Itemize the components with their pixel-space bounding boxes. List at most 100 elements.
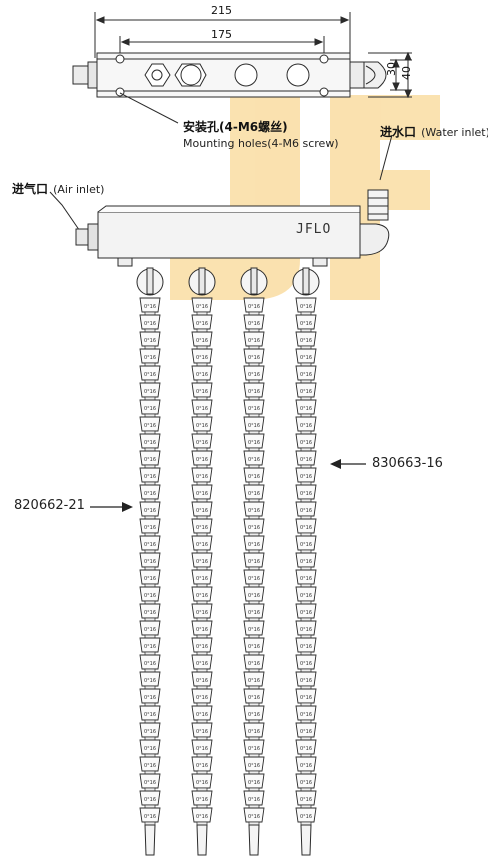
hose-segment [243,535,265,551]
hose-segment [191,535,213,551]
segment-label: 0°16 [248,474,260,480]
hose-segment [191,620,213,636]
segment-label: 0°16 [300,814,312,820]
segment-label: 0°16 [248,695,260,701]
segment-label: 0°16 [144,389,156,395]
dim-30-label: 30 [385,62,398,76]
hose-segment [243,399,265,415]
segment-label: 0°16 [196,525,208,531]
hose-segment [191,722,213,738]
hose-segment [139,705,161,721]
hose-segment [295,722,317,738]
segment-label: 0°16 [300,610,312,616]
segment-label: 0°16 [144,746,156,752]
segment-label: 0°16 [144,525,156,531]
hose-segment [295,314,317,330]
segment-label: 0°16 [144,695,156,701]
segment-label: 0°16 [248,355,260,361]
hose-segment [139,450,161,466]
brand-jflo: JFLO [296,222,332,237]
hose-segment [295,297,317,313]
hose-segment [191,790,213,806]
hose-segment [191,552,213,568]
segment-label: 0°16 [300,406,312,412]
segment-label: 0°16 [248,406,260,412]
hose-segment [139,433,161,449]
hose-segment [295,382,317,398]
segment-label: 0°16 [248,814,260,820]
hose-segment [295,654,317,670]
segment-label: 0°16 [300,695,312,701]
arrow-part-left [90,502,133,512]
segment-label: 0°16 [196,406,208,412]
valve-stem [250,267,258,295]
segment-label: 0°16 [248,746,260,752]
segment-label: 0°16 [196,576,208,582]
hose-segment [191,416,213,432]
segment-label: 0°16 [248,661,260,667]
hose-segment [139,314,161,330]
hose-4: 0°16 0°16 0°16 0°16 0°16 0°16 0°16 0°16 0°16 0°16… [292,267,320,856]
hose-segment [191,756,213,772]
segment-label: 0°16 [144,729,156,735]
segment-label: 0°16 [300,457,312,463]
segment-label: 0°16 [248,542,260,548]
water-inlet-label-cn: 进水口 [380,125,417,139]
water-inlet-label-en: (Water inlet) [421,126,488,139]
hose-segment [295,399,317,415]
segment-label: 0°16 [300,780,312,786]
segment-label: 0°16 [300,661,312,667]
segment-label: 0°16 [144,338,156,344]
hose-segment [243,297,265,313]
segment-label: 0°16 [144,593,156,599]
hose-segment [243,637,265,653]
leader-mounting [119,92,179,124]
segment-label: 0°16 [300,525,312,531]
hose-segment [243,688,265,704]
hose-segment [295,467,317,483]
hose-segment [139,586,161,602]
segment-label: 0°16 [196,627,208,633]
segment-label: 0°16 [248,372,260,378]
segment-label: 0°16 [300,491,312,497]
hose-segment [191,399,213,415]
hose-segment [191,654,213,670]
hose-segment [191,586,213,602]
hose-segment [243,807,265,823]
hose-nozzle [248,824,260,856]
segment-label: 0°16 [300,627,312,633]
segment-label: 0°16 [248,593,260,599]
hose-segment [139,382,161,398]
segment-label: 0°16 [144,440,156,446]
segment-label: 0°16 [300,746,312,752]
hose-segment [191,637,213,653]
hose-segment [295,739,317,755]
segment-label: 0°16 [144,406,156,412]
hose-segment [295,756,317,772]
hose-segment [139,501,161,517]
hose-segment [295,790,317,806]
hose-segment [243,365,265,381]
hose-segment [139,671,161,687]
segment-label: 0°16 [144,712,156,718]
hose-segment [139,807,161,823]
hose-segment [243,654,265,670]
hose-segment [243,756,265,772]
part-number-left: 820662-21 [14,498,85,513]
hose-segment [243,569,265,585]
leader-water [379,134,393,181]
hose-segment [191,484,213,500]
segment-label: 0°16 [300,712,312,718]
hose-segment [139,484,161,500]
hose-segment [295,450,317,466]
hose-segment [139,603,161,619]
segment-label: 0°16 [144,797,156,803]
coolant-hoses: 0°16 0°16 0°16 0°16 0°16 0°16 0°16 0°16 0°16 0°16… [136,267,320,856]
segment-label: 0°16 [144,321,156,327]
segment-label: 0°16 [300,542,312,548]
hose-segment [295,620,317,636]
segment-label: 0°16 [196,695,208,701]
hose-segment [191,705,213,721]
segment-label: 0°16 [196,610,208,616]
